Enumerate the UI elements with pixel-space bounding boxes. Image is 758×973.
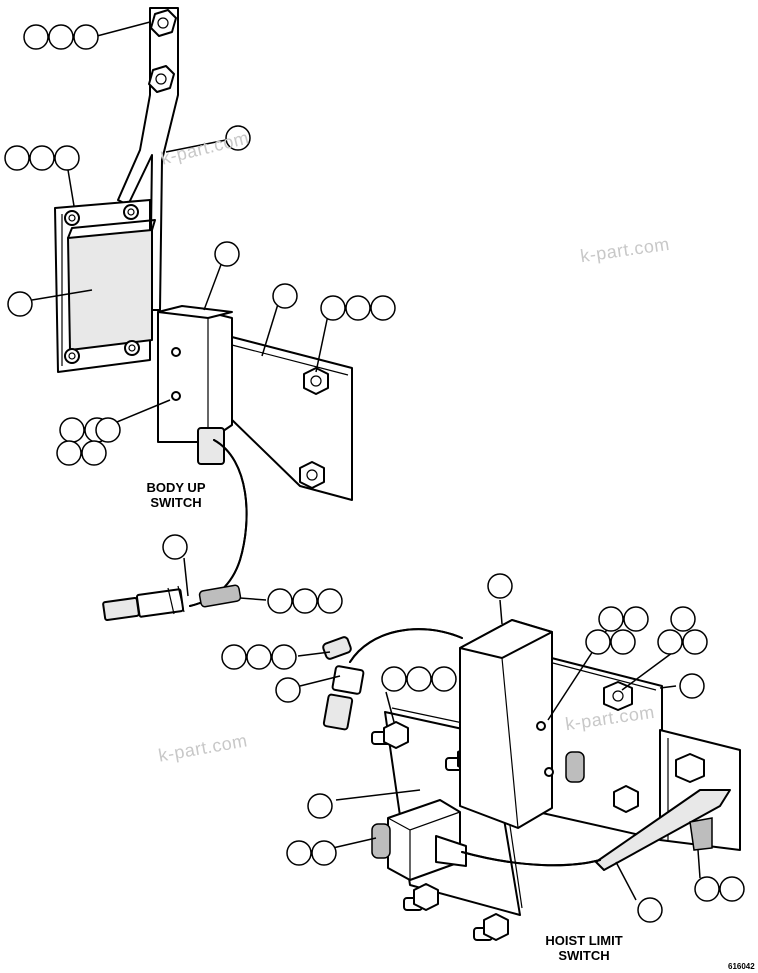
body-up-switch-block <box>157 311 233 443</box>
callout-bubble <box>406 666 432 692</box>
callout-bubble <box>292 588 318 614</box>
plate-bolt-upper <box>303 367 329 395</box>
callout-bubble <box>286 840 312 866</box>
callout-bubble <box>598 606 624 632</box>
front-plate-stud-bottom-left <box>403 883 439 911</box>
callout-bubble <box>487 573 513 599</box>
hoist-junction-box <box>371 799 467 881</box>
hoist-bolt-top-right <box>603 681 633 711</box>
callout-bubble <box>381 666 407 692</box>
hoist-limit-switch-label: HOIST LIMIT SWITCH <box>545 933 623 963</box>
callout-bubble <box>679 673 705 699</box>
callout-bubble <box>4 145 30 171</box>
callout-bubble <box>682 629 708 655</box>
callout-bubble <box>657 629 683 655</box>
callout-bubble <box>162 534 188 560</box>
callout-bubble <box>345 295 371 321</box>
callout-bubble <box>54 145 80 171</box>
front-plate-stud-bottom-right <box>473 913 509 941</box>
front-plate-stud-top-left <box>371 721 409 749</box>
callout-bubble <box>225 125 251 151</box>
callout-bubble <box>311 840 337 866</box>
callout-bubble <box>23 24 49 50</box>
callout-bubble <box>317 588 343 614</box>
callout-bubble <box>221 644 247 670</box>
callout-bubble <box>267 588 293 614</box>
hoist-bolt-bracket <box>675 753 705 783</box>
callout-bubble <box>623 606 649 632</box>
callout-bubble <box>246 644 272 670</box>
body-up-switch-assembly <box>54 7 353 622</box>
callout-bubble <box>670 606 696 632</box>
callout-bubble <box>29 145 55 171</box>
hoist-lever-arm <box>595 789 731 871</box>
strap-bolt-middle <box>148 65 175 93</box>
callout-bubble <box>73 24 99 50</box>
hoist-limit-switch-assembly <box>322 619 741 941</box>
callout-bubble <box>95 417 121 443</box>
figure-code: 616042 <box>728 962 755 971</box>
callout-bubble <box>81 440 107 466</box>
callout-bubble <box>275 677 301 703</box>
callout-bubble <box>307 793 333 819</box>
switch-cover <box>67 229 153 351</box>
strap-bolt-top <box>150 9 177 37</box>
hoist-upper-connector <box>322 636 365 731</box>
callout-bubble <box>272 283 298 309</box>
callout-bubble <box>59 417 85 443</box>
callout-bubble <box>56 440 82 466</box>
callout-bubble <box>370 295 396 321</box>
hoist-bolt-lower-right <box>613 785 639 813</box>
callout-bubble <box>585 629 611 655</box>
callout-bubble <box>610 629 636 655</box>
callout-bubble <box>637 897 663 923</box>
callout-bubble <box>431 666 457 692</box>
callout-bubble <box>48 24 74 50</box>
callout-bubble <box>214 241 240 267</box>
callout-bubble <box>7 291 33 317</box>
plate-bolt-lower <box>299 461 325 489</box>
callout-bubble <box>719 876 745 902</box>
body-up-connector <box>102 584 242 622</box>
callout-bubble <box>694 876 720 902</box>
hoist-switch-cable <box>349 628 463 663</box>
callout-bubbles <box>4 24 745 923</box>
callout-bubble <box>320 295 346 321</box>
body-up-switch-label: BODY UP SWITCH <box>146 480 206 510</box>
callout-bubble <box>271 644 297 670</box>
